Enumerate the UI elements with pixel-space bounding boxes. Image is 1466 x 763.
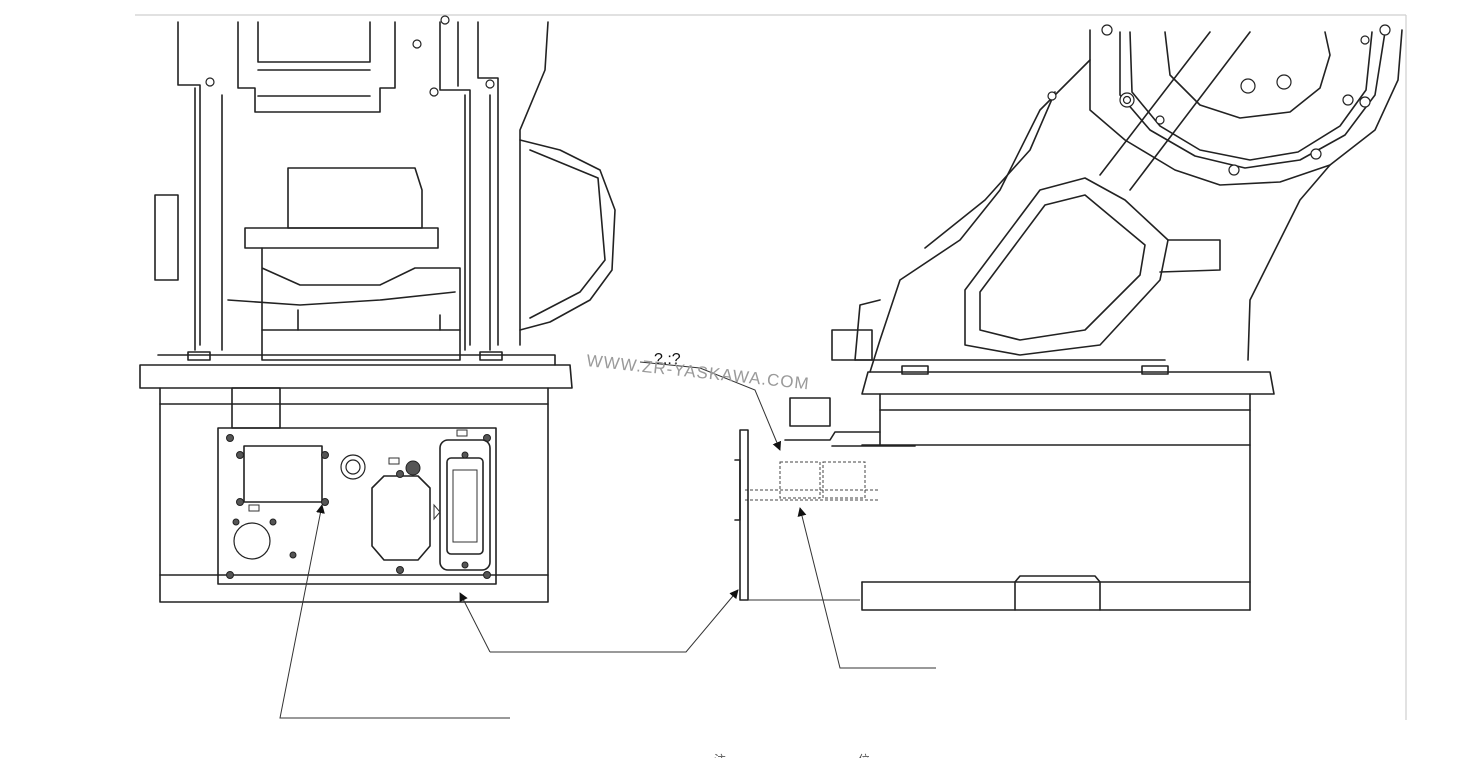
leader-arrow (797, 507, 936, 669)
leader-arrow (639, 361, 782, 451)
diagram-frame (135, 14, 1407, 720)
leader-arrow (459, 592, 491, 653)
leader-lines (279, 361, 936, 719)
connector-panel (217, 427, 497, 585)
footer-fragment-right: 位 (858, 752, 870, 758)
watermark-text: WWW.ZR-YASKAWA.COM (586, 351, 811, 393)
side-view-robot-base (734, 24, 1403, 611)
front-view-robot-base (139, 15, 616, 603)
leader-arrow (279, 504, 510, 719)
leader-arrow (490, 589, 739, 653)
callout-label: ?.:? (654, 351, 681, 368)
footer-fragment-left: 注 (714, 752, 726, 758)
